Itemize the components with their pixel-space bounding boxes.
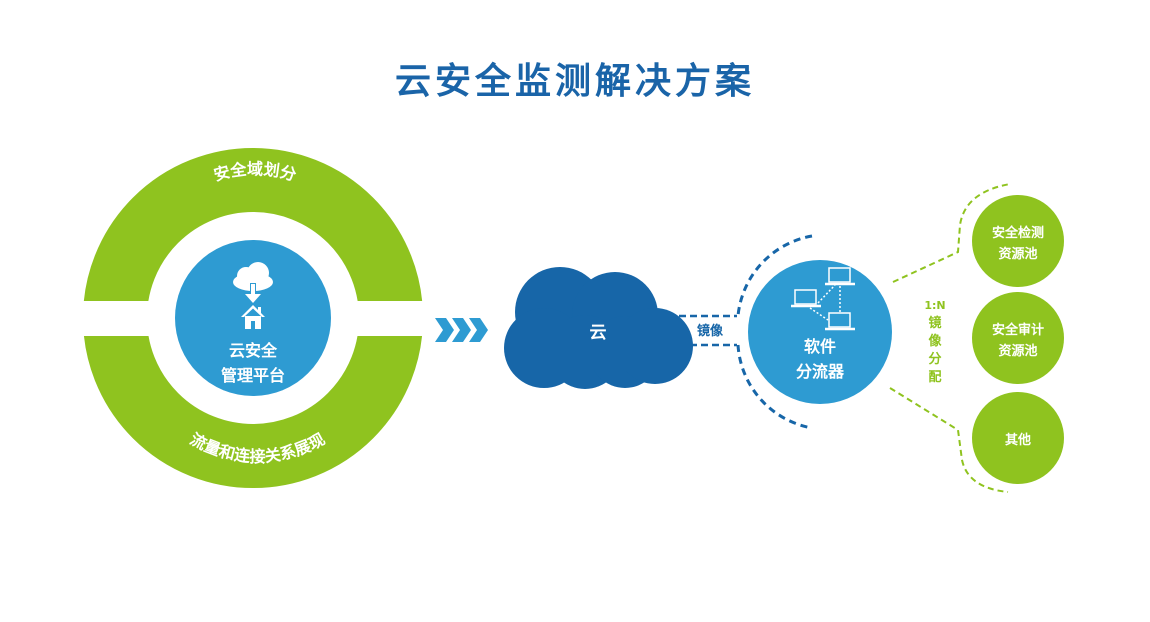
- software-splitter-node[interactable]: 软件 分流器: [748, 260, 892, 404]
- distribution-char: 镜: [928, 315, 941, 331]
- cloud-download-icon: [233, 262, 273, 303]
- mirror-label: 镜像: [697, 323, 724, 339]
- mirror-link: 镜像: [668, 314, 737, 347]
- connector-bottom: [889, 387, 1009, 493]
- pool-line1: 其他: [1005, 432, 1031, 448]
- pool-line2: 资源池: [998, 343, 1037, 359]
- distribution-char: 像: [928, 333, 942, 349]
- pool-line1: 安全审计: [992, 322, 1044, 338]
- distribution-char: 分: [928, 351, 941, 367]
- distribution-label: 1:N 镜 像 分 配: [924, 299, 945, 385]
- splitter-line1: 软件: [804, 337, 836, 356]
- platform-line1: 云安全: [229, 341, 278, 360]
- pool-security-detection[interactable]: 安全检测 资源池: [972, 195, 1064, 287]
- page-title: 云安全监测解决方案: [394, 61, 755, 102]
- pool-line2: 资源池: [998, 246, 1037, 262]
- distribution-char: 配: [928, 370, 941, 385]
- splitter-line2: 分流器: [796, 362, 845, 381]
- ring-top-segment: [83, 148, 423, 301]
- network-laptops-icon: [791, 267, 855, 331]
- pool-other[interactable]: 其他: [972, 392, 1064, 484]
- triple-chevron-right-icon: [435, 318, 488, 342]
- splitter-arc-top: [736, 234, 813, 317]
- connector-top: [892, 183, 1011, 283]
- platform-ring: 安全域划分 流量和连接关系展现: [83, 148, 423, 488]
- pool-line1: 安全检测: [992, 225, 1044, 241]
- pool-security-audit[interactable]: 安全审计 资源池: [972, 292, 1064, 384]
- platform-line2: 管理平台: [221, 366, 285, 385]
- ring-bottom-segment: [83, 336, 423, 488]
- security-platform-node[interactable]: 云安全 管理平台: [175, 240, 331, 396]
- ratio-label: 1:N: [924, 299, 945, 312]
- cloud-label: 云: [590, 323, 607, 343]
- cloud-node[interactable]: 云: [504, 267, 693, 389]
- splitter-arc-bottom: [736, 344, 813, 430]
- house-icon: [241, 305, 265, 329]
